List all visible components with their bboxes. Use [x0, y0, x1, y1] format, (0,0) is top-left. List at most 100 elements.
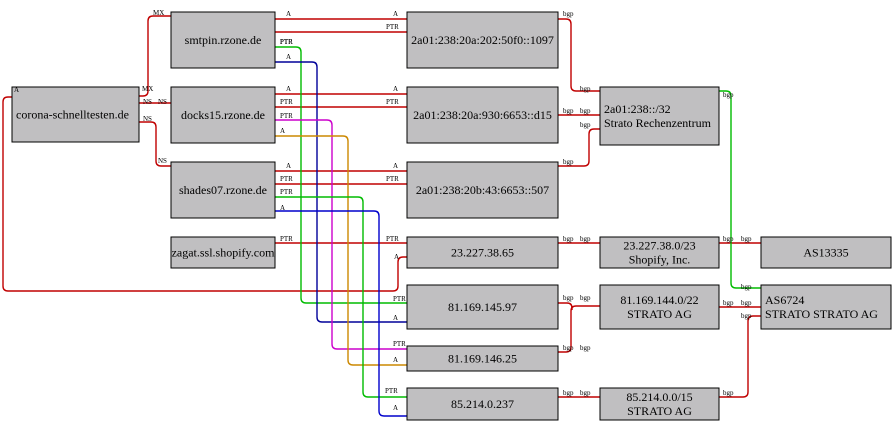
node-box — [406, 11, 559, 69]
node-label: STRATO AG — [627, 404, 692, 418]
node-label: 85.214.0.237 — [451, 397, 514, 411]
edge-head-label: bgp — [741, 312, 752, 320]
edge-smtpin-to-ip_81_97 — [275, 61, 407, 323]
edge-docks15-to-ip_81_25 — [275, 119, 407, 350]
edge-ip_81_97-to-net_81 — [558, 302, 573, 310]
edge-tail-label: PTR — [386, 23, 399, 31]
edge-tail-label: PTR — [386, 235, 399, 243]
node-docks15[interactable]: docks15.rzone.de — [170, 86, 276, 144]
node-label: docks15.rzone.de — [181, 108, 265, 122]
node-label: 81.169.146.25 — [448, 352, 517, 366]
node-box — [170, 11, 276, 69]
node-box — [406, 345, 559, 372]
node-label: 2a01:238:20a:930:6653::d15 — [413, 108, 552, 122]
edge-head-label: A — [393, 10, 398, 18]
edge-shades07-to-ip_85 — [275, 196, 407, 398]
node-label: 2a01:238::/32 — [604, 102, 671, 116]
edge-ip_81_25-to-net_81 — [558, 305, 600, 353]
node-label: 81.169.144.0/22 — [620, 293, 698, 307]
node-box — [170, 161, 276, 219]
node-label: Shopify, Inc. — [629, 253, 691, 267]
edge-head-label: bgp — [580, 344, 591, 352]
edge-head-label: PTR — [280, 38, 293, 46]
node-ip-81-25[interactable]: 81.169.146.25 — [406, 345, 559, 372]
edge-tail-label: PTR — [280, 112, 293, 120]
edge-tail-label: bgp — [723, 299, 734, 307]
edge-head-label: PTR — [280, 98, 293, 106]
node-shades07[interactable]: shades07.rzone.de — [170, 161, 276, 219]
edge-head-label: bgp — [580, 389, 591, 397]
edge-tail-label: PTR — [280, 188, 293, 196]
node-smtpin[interactable]: smtpin.rzone.de — [170, 11, 276, 69]
node-label: 81.169.145.97 — [448, 300, 517, 314]
edge-head-label: NS — [158, 157, 167, 165]
edge-head-label: PTR — [280, 175, 293, 183]
edge-smtpin-to-ip_81_97 — [275, 46, 407, 304]
edge-tail-label: A — [286, 162, 291, 170]
node-ip-85[interactable]: 85.214.0.237 — [406, 387, 559, 421]
node-ip-23[interactable]: 23.227.38.65 — [406, 236, 559, 269]
node-box — [599, 284, 720, 330]
edge-net_2a01-to-as6724 — [719, 90, 761, 289]
edge-head-label: PTR — [393, 295, 406, 303]
edge-tail-label: PTR — [280, 38, 293, 46]
edge-head-label: bgp — [580, 235, 591, 243]
node-as13335[interactable]: AS13335 — [760, 236, 892, 269]
edge-tail-label: A — [286, 85, 291, 93]
edge-head-label: MX — [142, 85, 153, 93]
edge-tail-label: bgp — [563, 10, 574, 18]
node-label: AS13335 — [803, 246, 848, 260]
edge-tail-label: A — [14, 86, 19, 94]
node-box — [406, 387, 559, 421]
edge-head-label: A — [393, 404, 398, 412]
edge-shades07-to-ip_85 — [275, 210, 407, 417]
edge-tail-label: PTR — [386, 175, 399, 183]
edge-corona-to-ip_23 — [2, 96, 407, 292]
node-zagat[interactable]: zagat.ssl.shopify.com — [170, 236, 276, 269]
edge-docks15-to-ip_81_25 — [275, 135, 407, 366]
edge-head-label: A — [393, 314, 398, 322]
node-box — [406, 284, 559, 330]
edge-tail-label: bgp — [563, 158, 574, 166]
edge-tail-label: bgp — [723, 235, 734, 243]
edge-tail-label: bgp — [723, 389, 734, 397]
node-label: 23.227.38.65 — [451, 246, 514, 260]
edge-head-label: bgp — [580, 85, 591, 93]
edge-head-label: NS — [158, 98, 167, 106]
node-box — [599, 387, 720, 421]
node-ip-81-97[interactable]: 81.169.145.97 — [406, 284, 559, 330]
node-box — [760, 236, 892, 269]
node-label: shades07.rzone.de — [179, 183, 267, 197]
edge-tail-label: A — [280, 204, 285, 212]
node-ip6-1097[interactable]: 2a01:238:20a:202:50f0::1097 — [406, 11, 559, 69]
edge-head-label: PTR — [280, 235, 293, 243]
edge-head-label: bgp — [741, 283, 752, 291]
node-label: AS6724 — [765, 293, 804, 307]
edge-head-label: A — [393, 162, 398, 170]
node-ip6-d15[interactable]: 2a01:238:20a:930:6653::d15 — [406, 86, 559, 144]
node-corona[interactable]: corona-schnelltesten.de — [11, 86, 140, 143]
edge-head-label: A — [394, 253, 399, 261]
edge-tail-label: bgp — [563, 344, 574, 352]
node-box — [599, 236, 720, 269]
edge-head-label: bgp — [580, 107, 591, 115]
node-label: STRATO STRATO AG — [765, 307, 878, 321]
node-label: STRATO AG — [627, 307, 692, 321]
edge-tail-label: bgp — [563, 294, 574, 302]
node-ip6-507[interactable]: 2a01:238:20b:43:6653::507 — [406, 161, 559, 219]
edge-tail-label: A — [280, 127, 285, 135]
edge-ip6_507-to-net_2a01 — [558, 128, 600, 167]
edge-corona-to-smtpin — [139, 15, 171, 97]
edge-tail-label: A — [286, 53, 291, 61]
node-layer: corona-schnelltesten.de smtpin.rzone.de do… — [11, 11, 892, 421]
node-label: zagat.ssl.shopify.com — [172, 246, 276, 260]
node-box — [406, 236, 559, 269]
edge-tail-label: MX — [153, 9, 164, 17]
